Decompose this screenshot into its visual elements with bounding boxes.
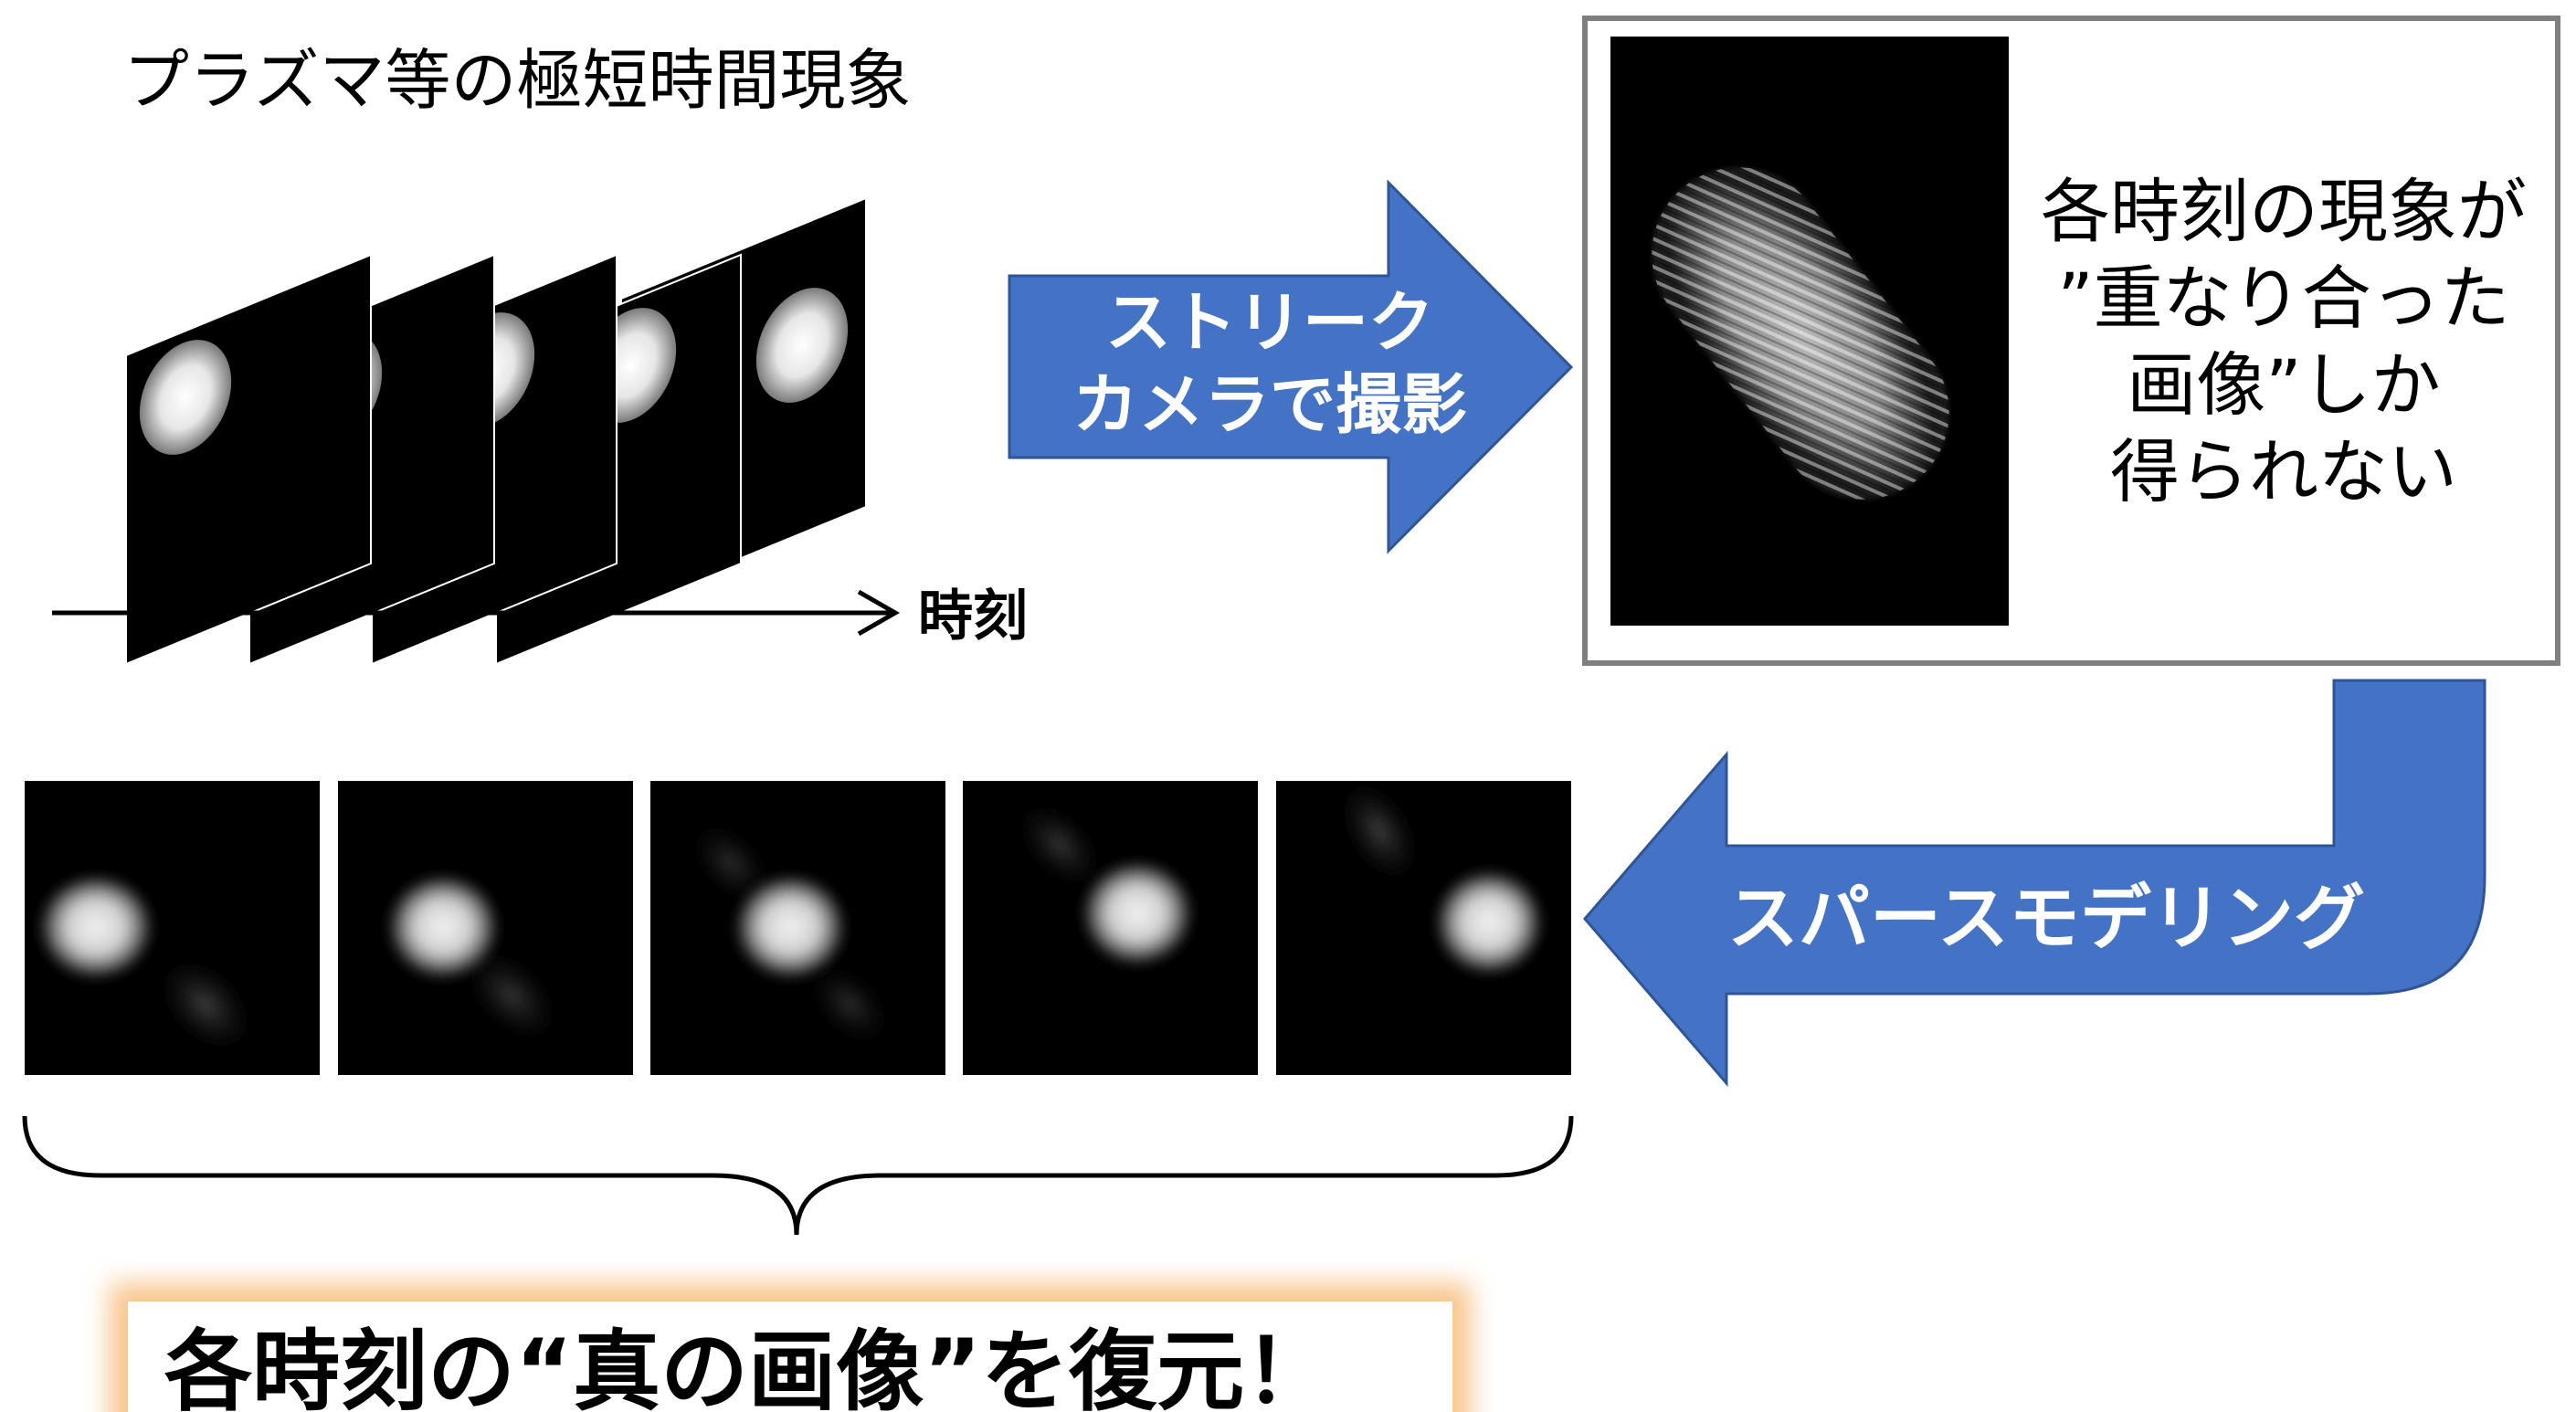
streak-camera-arrow: ストリーク カメラで撮影 (1008, 179, 1574, 554)
reconstructed-frame-5 (1276, 781, 1571, 1075)
conclusion-box: 各時刻の“真の画像”を復元！ (110, 1283, 1471, 1412)
time-axis (52, 589, 901, 637)
reconstructed-frame-1 (25, 781, 320, 1075)
conclusion-text: 各時刻の“真の画像”を復元！ (164, 1321, 1332, 1412)
streak-arrow-line1: ストリーク (1105, 284, 1434, 361)
result-text-line4: 得られない (2110, 431, 2457, 512)
frame-stack (125, 196, 867, 666)
sparse-arrow-label: スパースモデリング (1727, 878, 2365, 960)
stack-frame-1 (125, 253, 372, 666)
time-axis-label: 時刻 (918, 585, 1028, 648)
title-label: プラズマ等の極短時間現象 (123, 42, 912, 119)
result-text-line1: 各時刻の現象が (2041, 171, 2527, 252)
streak-image (1610, 37, 2009, 626)
reconstructed-frame-4 (963, 781, 1258, 1075)
reconstructed-frames (25, 781, 1571, 1075)
sparse-modeling-arrow: スパースモデリング (1583, 679, 2486, 1088)
result-text-line3: 画像”しか (2127, 344, 2440, 426)
result-text-line2: ”重なり合った (2057, 258, 2509, 339)
streak-arrow-line2: カメラで撮影 (1072, 366, 1467, 443)
grouping-brace (22, 1115, 1574, 1236)
reconstructed-frame-3 (650, 781, 945, 1075)
streak-result-box: 各時刻の現象が ”重なり合った 画像”しか 得られない (1582, 16, 2560, 666)
reconstructed-frame-2 (338, 781, 633, 1075)
